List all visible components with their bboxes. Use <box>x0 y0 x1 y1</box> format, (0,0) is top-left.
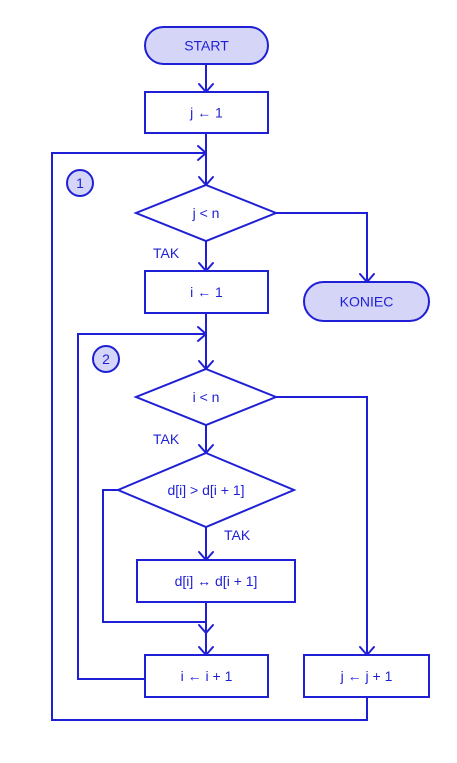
inc-j-process: j ← j + 1 <box>303 654 430 698</box>
init-i-box <box>144 270 269 314</box>
end-shape <box>303 281 430 322</box>
start-shape <box>144 26 269 65</box>
cond-j-yes-label: TAK <box>153 245 180 261</box>
cond-j-diamond <box>133 183 279 243</box>
end-label: KONIEC <box>340 294 394 310</box>
outer-loop-badge-circle <box>66 169 94 197</box>
line-cond-i-no <box>276 396 368 655</box>
init-i-label: i ← 1 <box>190 284 223 300</box>
arrow-to-inc-i-merge <box>198 624 214 634</box>
inc-j-box <box>303 654 430 698</box>
inc-i-label: i ← i + 1 <box>181 668 233 684</box>
line-cond-j-no <box>276 212 368 282</box>
inner-loop-badge-label: 2 <box>102 351 110 367</box>
init-j-process: j ← 1 <box>144 91 269 134</box>
start-terminal: START <box>144 26 269 65</box>
compare-label: d[i] > d[i + 1] <box>167 482 244 498</box>
flow-lines <box>51 64 368 721</box>
inc-i-process: i ← i + 1 <box>144 654 269 698</box>
line-compare-no <box>102 489 206 623</box>
outer-loop-badge-label: 1 <box>76 175 84 191</box>
inc-i-box <box>144 654 269 698</box>
cond-j-decision: j < n <box>133 183 279 243</box>
swap-process: d[i] ↔ d[i + 1] <box>136 559 296 603</box>
cond-i-yes-label: TAK <box>153 431 180 447</box>
arrow-outer-loop-entry <box>197 145 207 161</box>
init-j-box <box>144 91 269 134</box>
arrow-inner-loop-entry <box>197 326 207 342</box>
cond-i-label: i < n <box>193 389 220 405</box>
line-inner-loop-back <box>77 333 206 680</box>
init-j-label: j ← 1 <box>189 105 223 121</box>
inner-loop-badge-circle <box>92 345 120 373</box>
cond-i-diamond <box>133 367 279 427</box>
init-i-process: i ← 1 <box>144 270 269 314</box>
swap-label: d[i] ↔ d[i + 1] <box>175 573 258 589</box>
cond-j-label: j < n <box>192 205 220 221</box>
compare-yes-label: TAK <box>224 527 251 543</box>
outer-loop-badge: 1 <box>66 169 94 197</box>
swap-box <box>136 559 296 603</box>
compare-diamond <box>115 451 297 529</box>
inner-loop-badge: 2 <box>92 345 120 373</box>
line-outer-loop-back <box>51 152 368 721</box>
compare-decision: d[i] > d[i + 1] <box>115 451 297 529</box>
cond-i-decision: i < n <box>133 367 279 427</box>
inc-j-label: j ← j + 1 <box>340 668 393 684</box>
start-label: START <box>184 38 229 54</box>
end-terminal: KONIEC <box>303 281 430 322</box>
